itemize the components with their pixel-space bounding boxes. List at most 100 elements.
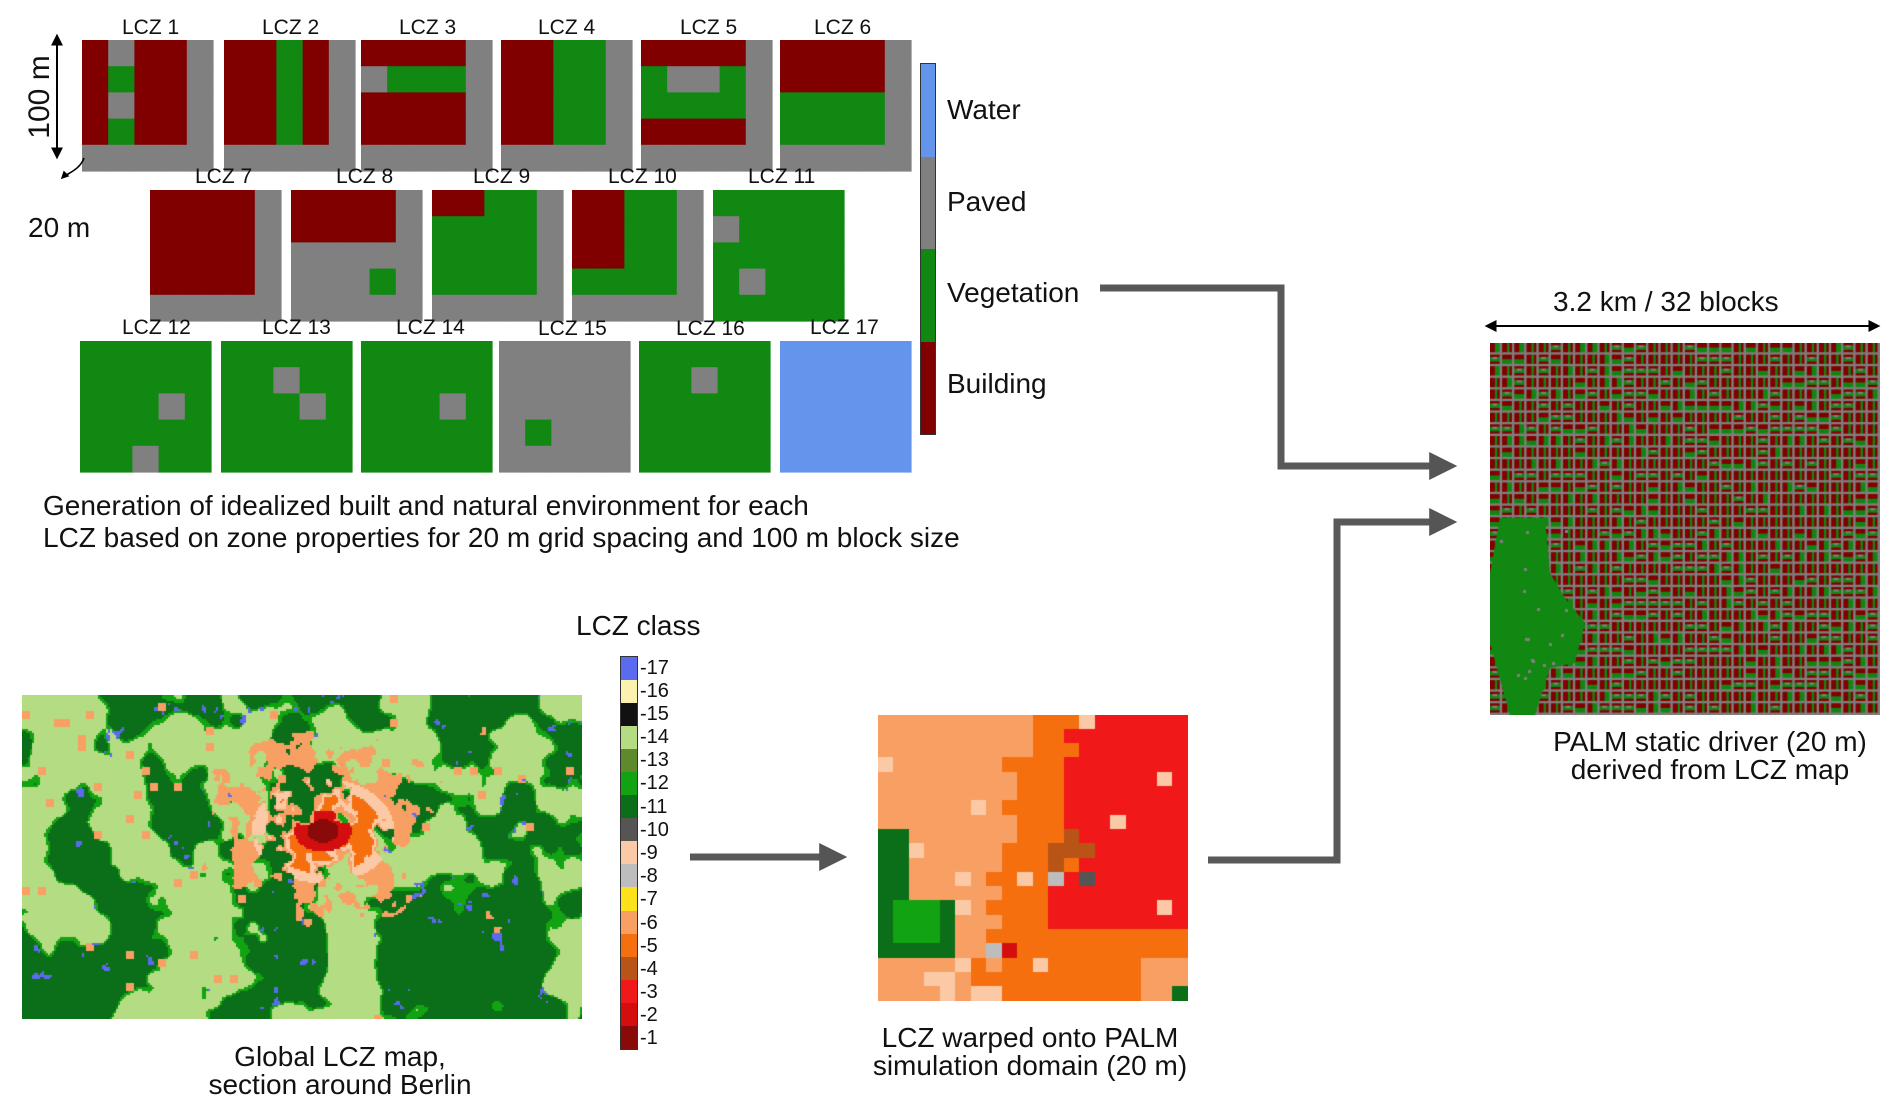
lcz-class-tick-10: -10: [640, 818, 669, 841]
lcz-class-tick-2: -2: [640, 1004, 658, 1027]
global-map-caption-line2: section around Berlin: [208, 1069, 472, 1100]
global-lcz-map: [22, 695, 582, 1019]
tile-label-lcz-16: LCZ 16: [676, 317, 745, 340]
static-driver-extent-label: 3.2 km / 32 blocks: [1553, 286, 1779, 317]
lcz-tile-12: [80, 341, 212, 473]
tiles-caption-line1: Generation of idealized built and natura…: [43, 490, 809, 521]
lcz-tile-6: [780, 40, 912, 172]
lcz-tile-13: [221, 341, 353, 473]
block-size-label: 100 m: [23, 55, 56, 139]
warped-map-caption-line2: simulation domain (20 m): [872, 1050, 1188, 1081]
lcz-class-tick-5: -5: [640, 934, 658, 957]
tile-label-lcz-13: LCZ 13: [262, 316, 331, 339]
tile-label-lcz-3: LCZ 3: [399, 16, 457, 39]
surface-legend-label-water: Water: [947, 94, 1021, 125]
grid-spacing-label: 20 m: [28, 212, 91, 243]
lcz-class-tick-8: -8: [640, 865, 658, 888]
lcz-class-tick-7: -7: [640, 888, 658, 911]
lcz-class-swatch-10: [621, 818, 637, 842]
lcz-class-tick-17: -17: [640, 656, 669, 679]
lcz-class-swatch-12: [621, 772, 637, 796]
lcz-class-tick-13: -13: [640, 749, 669, 772]
surface-legend-label-vegetation: Vegetation: [947, 277, 1080, 308]
static-driver-caption: PALM static driver (20 m) derived from L…: [1530, 728, 1890, 784]
lcz-class-swatch-7: [621, 887, 637, 911]
tile-label-lcz-8: LCZ 8: [336, 165, 394, 188]
static-driver-caption-line1: PALM static driver (20 m): [1553, 726, 1867, 757]
lcz-class-swatch-2: [621, 1002, 637, 1026]
surface-legend-swatch-building: [921, 341, 935, 434]
static-driver-caption-line2: derived from LCZ map: [1570, 754, 1850, 785]
warped-lcz-map: [878, 715, 1188, 1001]
surface-legend: [920, 63, 936, 435]
lcz-tile-1: [82, 40, 214, 172]
lcz-class-legend: [620, 656, 638, 1050]
tile-label-lcz-11: LCZ 11: [748, 165, 816, 188]
surface-legend-swatch-vegetation: [921, 249, 935, 342]
lcz-class-tick-15: -15: [640, 702, 669, 725]
lcz-class-swatch-5: [621, 933, 637, 957]
tiles-caption-line2: LCZ based on zone properties for 20 m gr…: [43, 522, 960, 553]
lcz-class-tick-11: -11: [640, 795, 668, 818]
lcz-tile-2: [224, 40, 356, 172]
tile-label-lcz-9: LCZ 9: [473, 165, 531, 188]
tile-label-lcz-15: LCZ 15: [538, 317, 607, 340]
lcz-class-swatch-15: [621, 703, 637, 727]
lcz-class-swatch-14: [621, 726, 637, 750]
tile-label-lcz-7: LCZ 7: [195, 165, 253, 188]
lcz-tile-15: [499, 341, 631, 473]
lcz-tile-4: [501, 40, 633, 172]
surface-legend-label-building: Building: [947, 368, 1047, 399]
lcz-class-tick-6: -6: [640, 911, 658, 934]
lcz-class-swatch-17: [621, 657, 637, 681]
lcz-class-swatch-9: [621, 841, 637, 865]
lcz-class-legend-ticks: -17-16-15-14-13-12-11-10-9-8-7-6-5-4-3-2…: [638, 656, 698, 1050]
lcz-tile-3: [361, 40, 493, 172]
lcz-tile-8: [291, 190, 423, 322]
tile-label-lcz-1: LCZ 1: [122, 16, 180, 39]
surface-legend-label-paved: Paved: [947, 186, 1027, 217]
tile-label-lcz-4: LCZ 4: [538, 16, 596, 39]
tile-label-lcz-17: LCZ 17: [810, 316, 879, 339]
lcz-class-tick-16: -16: [640, 679, 669, 702]
lcz-class-tick-12: -12: [640, 772, 669, 795]
tile-label-lcz-12: LCZ 12: [122, 316, 191, 339]
warped-map-caption: LCZ warped onto PALM simulation domain (…: [850, 1024, 1210, 1080]
global-map-caption-line1: Global LCZ map,: [234, 1041, 446, 1072]
lcz-tile-10: [572, 190, 704, 322]
lcz-tile-7: [150, 190, 282, 322]
lcz-class-swatch-3: [621, 979, 637, 1003]
lcz-class-tick-9: -9: [640, 842, 658, 864]
lcz-tile-17: [780, 341, 912, 473]
tile-label-lcz-10: LCZ 10: [608, 165, 677, 188]
lcz-class-swatch-4: [621, 956, 637, 980]
palm-static-driver-map: [1490, 343, 1880, 715]
tile-label-lcz-6: LCZ 6: [814, 16, 872, 39]
surface-legend-swatch-water: [921, 64, 935, 157]
tiles-caption: Generation of idealized built and natura…: [43, 490, 960, 554]
warped-map-caption-line1: LCZ warped onto PALM: [881, 1022, 1179, 1053]
lcz-class-tick-4: -4: [640, 957, 658, 980]
global-map-caption: Global LCZ map, section around Berlin: [190, 1043, 490, 1099]
lcz-tile-16: [639, 341, 771, 473]
lcz-class-swatch-6: [621, 910, 637, 934]
lcz-tile-14: [361, 341, 493, 473]
lcz-class-swatch-13: [621, 749, 637, 773]
lcz-class-legend-title: LCZ class: [576, 610, 701, 641]
lcz-class-swatch-16: [621, 680, 637, 704]
lcz-class-tick-3: -3: [640, 981, 658, 1004]
lcz-tile-5: [641, 40, 773, 172]
lcz-class-swatch-8: [621, 864, 637, 888]
lcz-class-tick-1: -1: [640, 1027, 658, 1050]
surface-legend-swatch-paved: [921, 156, 935, 249]
lcz-class-tick-14: -14: [640, 726, 669, 749]
lcz-class-swatch-11: [621, 795, 637, 819]
lcz-tile-9: [432, 190, 564, 322]
tile-label-lcz-2: LCZ 2: [262, 16, 320, 39]
tile-label-lcz-5: LCZ 5: [680, 16, 738, 39]
lcz-tile-11: [713, 190, 845, 322]
tile-label-lcz-14: LCZ 14: [396, 316, 465, 339]
lcz-class-swatch-1: [621, 1025, 637, 1049]
